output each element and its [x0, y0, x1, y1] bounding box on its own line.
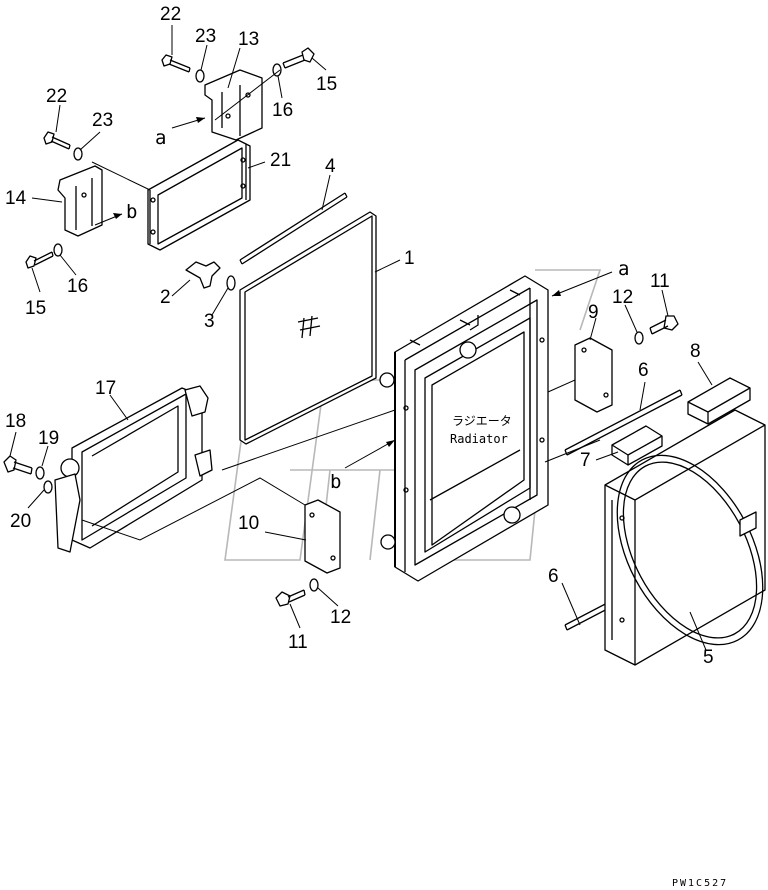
callout-17: 17 — [95, 378, 116, 399]
arrow-marker-a-right: a — [551, 258, 629, 297]
callout-3: 3 — [204, 311, 215, 332]
callout-12-upper: 12 — [612, 287, 633, 308]
callout-8: 8 — [690, 341, 701, 362]
callout-6-upper: 6 — [638, 360, 649, 381]
washer-part-23-lower — [73, 147, 83, 161]
callout-11-upper: 11 — [650, 271, 670, 292]
callout-4: 4 — [325, 156, 336, 177]
washer-part-20 — [43, 480, 53, 494]
callout-15-upper: 15 — [316, 74, 337, 95]
washer-part-3 — [226, 275, 236, 291]
callout-16-lower: 16 — [67, 276, 88, 297]
bolt-part-18 — [3, 455, 33, 475]
bolt-part-15-lower — [25, 251, 54, 269]
callout-12-lower: 12 — [330, 607, 351, 628]
callout-18: 18 — [5, 411, 26, 432]
washer-part-16-upper — [272, 63, 282, 77]
callout-11-lower: 11 — [288, 632, 308, 653]
callout-5: 5 — [703, 647, 714, 668]
assembly-lines — [81, 69, 601, 541]
washer-part-19 — [35, 466, 45, 480]
callout-2: 2 — [160, 287, 171, 308]
fan-shroud-part-5 — [604, 409, 766, 666]
bolt-part-11-upper — [649, 315, 679, 335]
svg-text:a: a — [618, 258, 629, 280]
radiator-part-1: ラジエータ Radiator — [379, 275, 549, 582]
diagram-code: PW1C527 — [672, 878, 728, 889]
svg-text:a: a — [155, 127, 166, 149]
washer-part-16-lower — [53, 243, 63, 257]
callout-14: 14 — [5, 188, 27, 209]
callout-leaders — [9, 25, 713, 651]
bolt-part-22-upper — [161, 54, 191, 73]
callout-10: 10 — [238, 513, 259, 534]
pad-part-7 — [611, 425, 663, 466]
aftercooler-part-17 — [54, 385, 213, 553]
washer-part-12-lower — [309, 578, 319, 592]
fitting-part-2 — [185, 261, 221, 289]
cooler-part-21 — [147, 139, 251, 251]
plate-part-9 — [574, 337, 613, 413]
washer-part-12-upper — [634, 331, 644, 345]
callout-23-lower: 23 — [92, 110, 113, 131]
arrow-marker-b-left: b — [94, 201, 137, 226]
callout-22-lower: 22 — [46, 86, 67, 107]
svg-text:Radiator: Radiator — [450, 432, 508, 446]
svg-text:b: b — [126, 201, 137, 223]
bolt-part-15-upper — [282, 47, 315, 69]
callout-23-upper: 23 — [195, 26, 216, 47]
callout-13: 13 — [238, 29, 259, 50]
arrow-marker-a-left: a — [155, 117, 206, 149]
callout-15-lower: 15 — [25, 298, 46, 319]
svg-text:b: b — [330, 471, 341, 493]
callout-9: 9 — [588, 302, 599, 323]
callout-20: 20 — [10, 511, 31, 532]
washer-part-23-upper — [195, 69, 205, 83]
strip-part-4 — [239, 192, 348, 265]
bolt-part-11-lower — [275, 589, 306, 607]
rod-part-6-upper — [564, 389, 683, 456]
callout-21: 21 — [270, 150, 291, 171]
svg-text:ラジエータ: ラジエータ — [452, 414, 512, 428]
pad-part-8 — [687, 377, 751, 425]
screen-frame — [239, 211, 377, 445]
callout-6-lower: 6 — [548, 566, 559, 587]
arrow-marker-b-center: b — [330, 439, 396, 493]
callout-7: 7 — [580, 450, 591, 471]
callout-22-upper: 22 — [160, 4, 181, 25]
callout-1: 1 — [404, 248, 415, 269]
callout-16-upper: 16 — [272, 100, 293, 121]
callout-labels: 22 23 13 15 16 22 23 21 14 4 15 16 2 3 1… — [5, 4, 714, 668]
plate-part-10 — [304, 499, 341, 574]
bolt-part-22-lower — [43, 131, 71, 150]
bracket-part-14 — [57, 165, 103, 237]
callout-19: 19 — [38, 428, 59, 449]
bracket-part-13 — [204, 69, 263, 141]
